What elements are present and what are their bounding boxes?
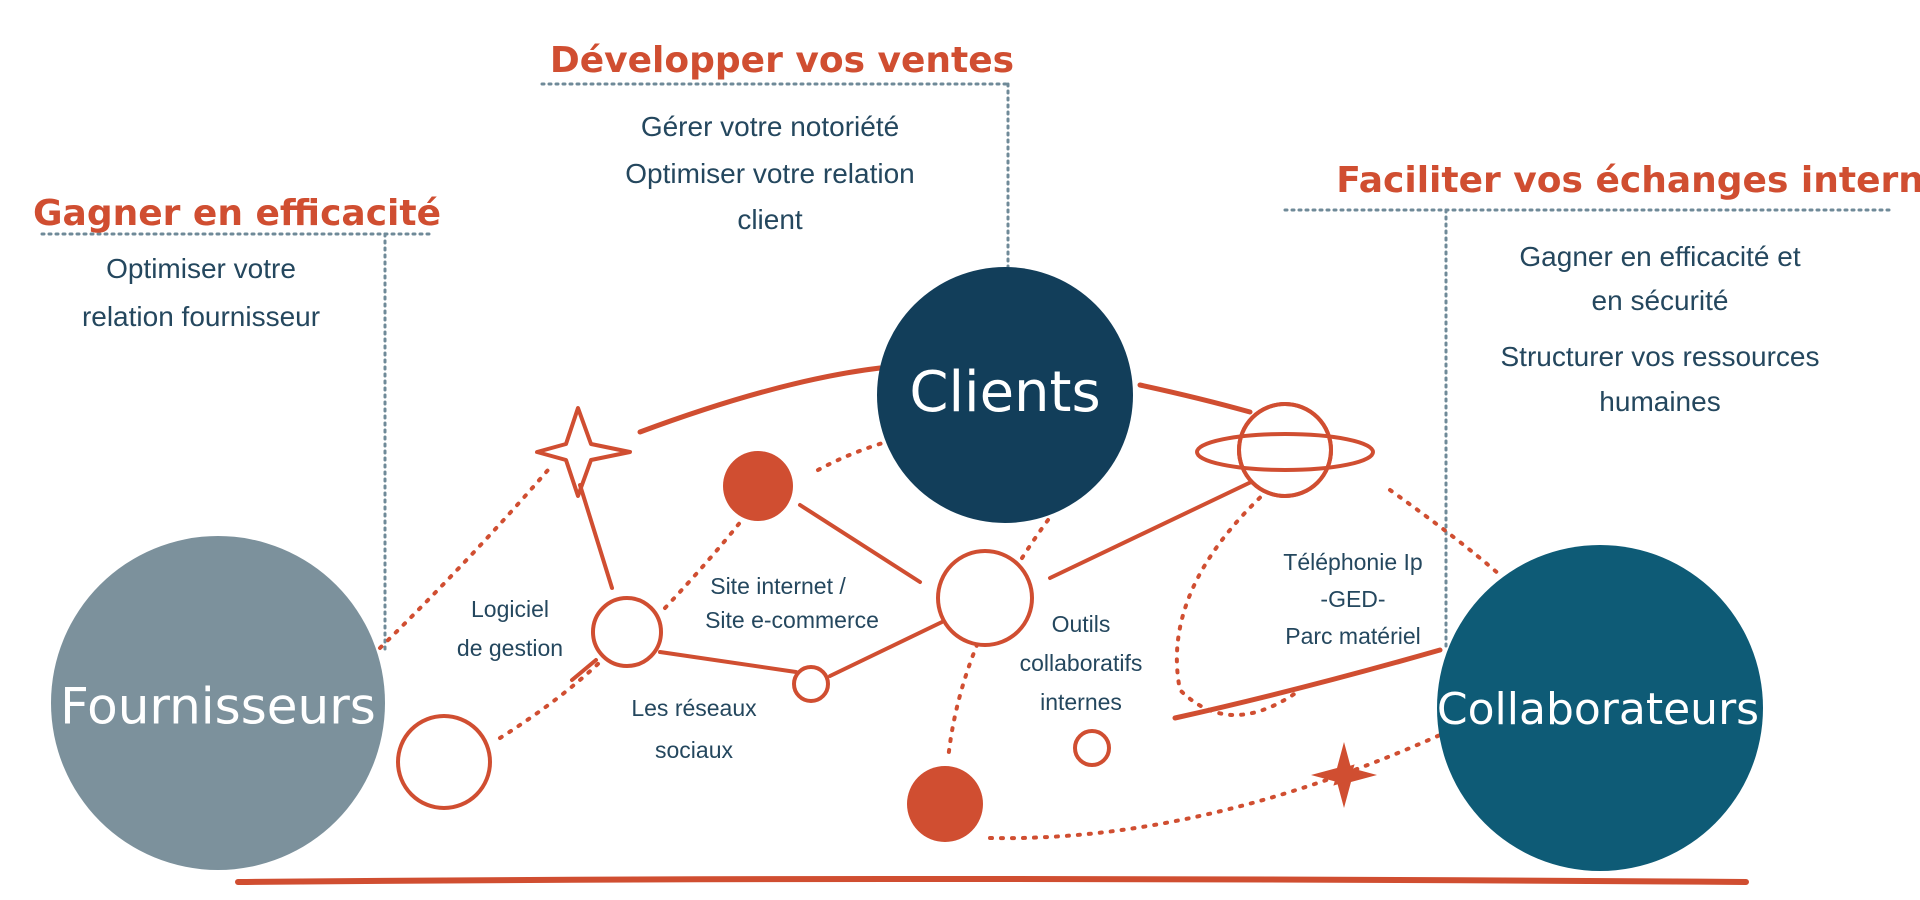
trail-bottom — [988, 733, 1442, 841]
line-center-planet — [1048, 471, 1272, 580]
trail-fournisseurs-star — [378, 468, 550, 650]
planet-outline-lower-left — [396, 714, 492, 810]
center-line-3: client — [737, 204, 803, 235]
telephonie-line-3: Parc matériel — [1285, 623, 1420, 649]
reseaux-line-2: sociaux — [655, 737, 733, 763]
right-description: Gagner en efficacité et en sécurité Stru… — [1501, 241, 1820, 417]
planet-filled-bottom — [907, 766, 983, 842]
right-heading: Faciliter vos échanges internes — [1336, 160, 1920, 201]
inner-labels: Logiciel de gestion Site internet / Site… — [457, 549, 1423, 763]
outils-line-2: collaboratifs — [1020, 650, 1143, 676]
center-heading: Développer vos ventes — [550, 40, 1014, 81]
outils-line-1: Outils — [1052, 611, 1111, 637]
trail-planet-loop — [1175, 488, 1302, 717]
trail-logiciel-redplanet — [663, 518, 744, 610]
four-point-star-icon — [535, 406, 632, 498]
right-line-2: en sécurité — [1592, 285, 1729, 316]
fournisseurs-label: Fournisseurs — [60, 678, 376, 736]
dotted-trails — [378, 436, 1502, 841]
logiciel-line-2: de gestion — [457, 635, 563, 661]
planet-outline-tiny — [1073, 729, 1111, 767]
line-logiciel-reseaux — [570, 658, 598, 682]
node-fournisseurs: Fournisseurs — [51, 536, 385, 870]
right-line-1: Gagner en efficacité et — [1519, 241, 1800, 272]
collaborateurs-circle — [1437, 545, 1763, 871]
upper-orbit-arc — [637, 365, 883, 435]
center-line-1: Gérer votre notoriété — [641, 111, 899, 142]
trail-planet-collaborateurs — [1388, 488, 1502, 577]
line-star-logiciel — [578, 483, 614, 590]
baseline-stroke — [235, 876, 1749, 885]
right-line-4: humaines — [1599, 386, 1720, 417]
lower-orbit-line — [1172, 647, 1443, 721]
trail-small-planet-logiciel — [498, 660, 602, 740]
left-description: Optimiser votre relation fournisseur — [82, 253, 320, 332]
center-description: Gérer votre notoriété Optimiser votre re… — [625, 111, 914, 235]
right-line-3: Structurer vos ressources — [1501, 341, 1820, 372]
ringed-planet-icon — [1195, 402, 1375, 498]
line-redplanet-center — [798, 503, 922, 584]
planet-outline-small — [792, 665, 830, 703]
line-logiciel-smallnode — [658, 650, 798, 674]
collaborateurs-label: Collaborateurs — [1437, 684, 1759, 735]
site-line-1: Site internet / — [710, 573, 846, 599]
eight-point-star-icon — [1311, 742, 1377, 808]
fournisseurs-circle — [51, 536, 385, 870]
clients-circle — [877, 267, 1133, 523]
left-line-2: relation fournisseur — [82, 301, 320, 332]
telephonie-line-2: -GED- — [1320, 586, 1385, 612]
telephonie-line-1: Téléphonie Ip — [1283, 549, 1422, 575]
orbits — [637, 365, 1443, 721]
center-line-2: Optimiser votre relation — [625, 158, 914, 189]
site-line-2: Site e-commerce — [705, 607, 879, 633]
line-smallnode-center — [828, 620, 944, 678]
outils-line-3: internes — [1040, 689, 1122, 715]
clients-label: Clients — [909, 360, 1100, 425]
planet-outline-center — [936, 549, 1034, 647]
filled-planets — [723, 451, 983, 842]
left-line-1: Optimiser votre — [106, 253, 296, 284]
logiciel-line-1: Logiciel — [471, 596, 549, 622]
planet-filled-top — [723, 451, 793, 521]
node-collaborateurs: Collaborateurs — [1437, 545, 1763, 871]
reseaux-line-1: Les réseaux — [631, 695, 757, 721]
left-heading: Gagner en efficacité — [33, 193, 441, 234]
upper-orbit-arc-right — [1137, 382, 1253, 415]
planet-outline-logiciel — [591, 596, 663, 668]
dotted-rules — [40, 82, 1892, 652]
outlined-planets — [396, 549, 1111, 810]
network-lines — [570, 471, 1272, 682]
node-clients: Clients — [877, 267, 1133, 523]
trail-clients-down — [946, 518, 1050, 762]
